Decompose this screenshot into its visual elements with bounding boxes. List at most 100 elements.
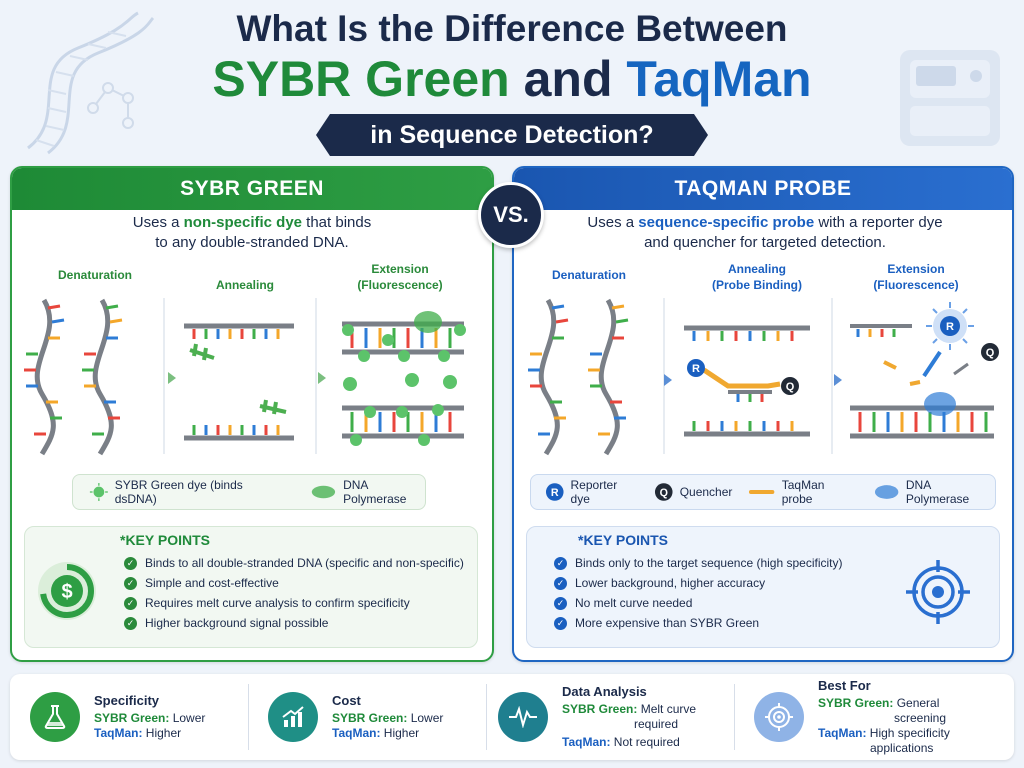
pcr-machine-decoration-icon (900, 50, 1000, 146)
footer-specificity: Specificity SYBR Green: Lower TaqMan: Hi… (30, 674, 260, 760)
footer-value: applications (870, 741, 934, 755)
footer-label: TaqMan: (332, 726, 381, 740)
footer-divider (248, 684, 249, 750)
taqman-desc-pre: Uses a (587, 214, 639, 231)
sybr-stage-annealing: Annealing (215, 278, 274, 292)
list-item: ✓Simple and cost-effective (124, 573, 474, 593)
footer-cost: Cost SYBR Green: Lower TaqMan: Higher (268, 674, 488, 760)
key-point-text: No melt curve needed (575, 596, 693, 610)
quencher-icon (781, 377, 799, 395)
sybr-stage-extension-1: Extension (371, 262, 429, 276)
sybr-key-points-list: ✓ Binds to all double-stranded DNA (speci… (124, 553, 474, 633)
taqman-stage-annealing-1: Annealing (727, 262, 786, 276)
footer-value: High specificity (869, 726, 950, 740)
footer-value: Not required (613, 735, 680, 749)
list-item: ✓Binds to all double-stranded DNA (speci… (124, 553, 474, 573)
probe-cleavage-icon (850, 302, 999, 439)
quencher-icon: Q (655, 483, 673, 501)
sybr-legend-dye: SYBR Green dye (binds dsDNA) (114, 478, 243, 506)
taqman-stage-annealing: Annealing (Probe Binding) (692, 261, 822, 293)
taqman-description: Uses a sequence-specific probe with a re… (556, 213, 974, 253)
comparison-footer: Specificity SYBR Green: Lower TaqMan: Hi… (10, 674, 1014, 760)
sybr-stage-extension: Extension (Fluorescence) (340, 261, 460, 293)
target-icon (754, 692, 804, 742)
sybr-desc-highlight: non-specific dye (183, 214, 302, 231)
taqman-stage-extension-2: (Fluorescence) (873, 278, 959, 292)
footer-value: Melt curve (640, 702, 697, 716)
sybr-description: Uses a non-specific dye that binds to an… (60, 213, 444, 253)
check-icon: ✓ (554, 556, 567, 570)
dollar-icon: $ (38, 562, 96, 620)
key-point-text: Binds only to the target sequence (high … (575, 556, 843, 570)
subtitle-banner: in Sequence Detection? (316, 114, 708, 156)
stage-arrow-icon (318, 372, 326, 384)
title-taqman: TaqMan (626, 51, 812, 107)
dna-polymerase-icon (414, 311, 442, 333)
reporter-dye-icon: R (545, 483, 564, 501)
taqman-legend-probe: TaqMan probe (781, 478, 825, 506)
quencher-letter: Q (986, 347, 995, 359)
footer-best-for: Best For SYBR Green: General screening T… (754, 674, 1008, 760)
footer-label: TaqMan: (94, 726, 143, 740)
footer-label: SYBR Green: (562, 702, 638, 716)
footer-divider (486, 684, 487, 750)
key-point-text: Binds to all double-stranded DNA (specif… (145, 556, 464, 570)
quencher-icon (981, 343, 999, 361)
taqman-probe-icon (702, 367, 781, 389)
primer-icon (189, 343, 287, 415)
extension-dsdna-icon (342, 311, 466, 446)
footer-value: Higher (383, 726, 420, 740)
taqman-desc-line2: and quencher for targeted detection. (644, 234, 886, 251)
single-strand-dna-icon (528, 298, 629, 456)
dna-polymerase-icon (924, 392, 956, 416)
footer-label: TaqMan: (818, 726, 867, 740)
taqman-stage-denaturation: Denaturation (551, 268, 626, 282)
check-icon: ✓ (554, 616, 567, 630)
footer-specificity-title: Specificity (94, 693, 160, 708)
check-icon: ✓ (554, 596, 567, 610)
footer-value: screening (894, 711, 947, 725)
sybr-key-points-title: *KEY POINTS (120, 532, 210, 548)
title-and: and (523, 51, 613, 107)
check-icon: ✓ (124, 596, 137, 610)
taqman-stage-extension-1: Extension (887, 262, 945, 276)
sybr-desc-pre: Uses a (132, 214, 184, 231)
sybr-desc-line2: to any double-stranded DNA. (155, 234, 349, 251)
list-item: ✓ No melt curve needed (554, 593, 894, 613)
page-title-line-2: SYBR Green and TaqMan (0, 50, 1024, 108)
svg-text:$: $ (61, 581, 72, 603)
list-item: ✓More expensive than SYBR Green (554, 613, 894, 633)
taqman-stage-annealing-2: (Probe Binding) (712, 278, 802, 292)
taqman-stage-extension: Extension (Fluorescence) (856, 261, 976, 293)
vs-badge: VS. (478, 182, 544, 248)
footer-value: General (896, 696, 940, 710)
sybr-legend-polymerase: DNA Polymerase (343, 478, 407, 506)
dna-polymerase-icon (874, 485, 898, 499)
sybr-legend: SYBR Green dye (binds dsDNA) DNA Polymer… (72, 474, 426, 510)
stage-arrow-icon (664, 374, 672, 386)
list-item: ✓ Binds only to the target sequence (high… (554, 553, 894, 573)
list-item: ✓Higher background signal possible (124, 613, 474, 633)
quencher-letter: Q (786, 381, 795, 393)
footer-best-for-title: Best For (818, 678, 871, 693)
dna-helix-decoration-icon (27, 11, 155, 155)
taqman-legend-reporter: Reporter dye (570, 478, 618, 506)
taqman-legend-polymerase: DNA Polymerase (905, 478, 970, 506)
title-sybr: SYBR Green (212, 51, 510, 107)
key-point-text: Requires melt curve analysis to confirm … (145, 596, 410, 610)
sybr-heading: SYBR GREEN (12, 168, 492, 210)
sybr-desc-post: that binds (302, 214, 372, 231)
taqman-desc-highlight: sequence-specific probe (638, 214, 815, 231)
single-strand-dna-icon (24, 298, 123, 456)
taqman-pcr-diagram: R Q (528, 298, 999, 456)
sybr-stage-extension-2: (Fluorescence) (357, 278, 443, 292)
taqman-legend-quencher: Quencher (679, 485, 733, 499)
taqman-key-points (526, 526, 1000, 648)
reporter-letter: R (946, 321, 954, 333)
sybr-stage-denaturation: Denaturation (57, 268, 132, 282)
reporter-letter: R (551, 487, 559, 499)
taqman-probe-icon (749, 490, 775, 494)
key-point-text: Higher background signal possible (145, 616, 329, 630)
flask-icon (30, 692, 80, 742)
footer-label: TaqMan: (562, 735, 611, 749)
